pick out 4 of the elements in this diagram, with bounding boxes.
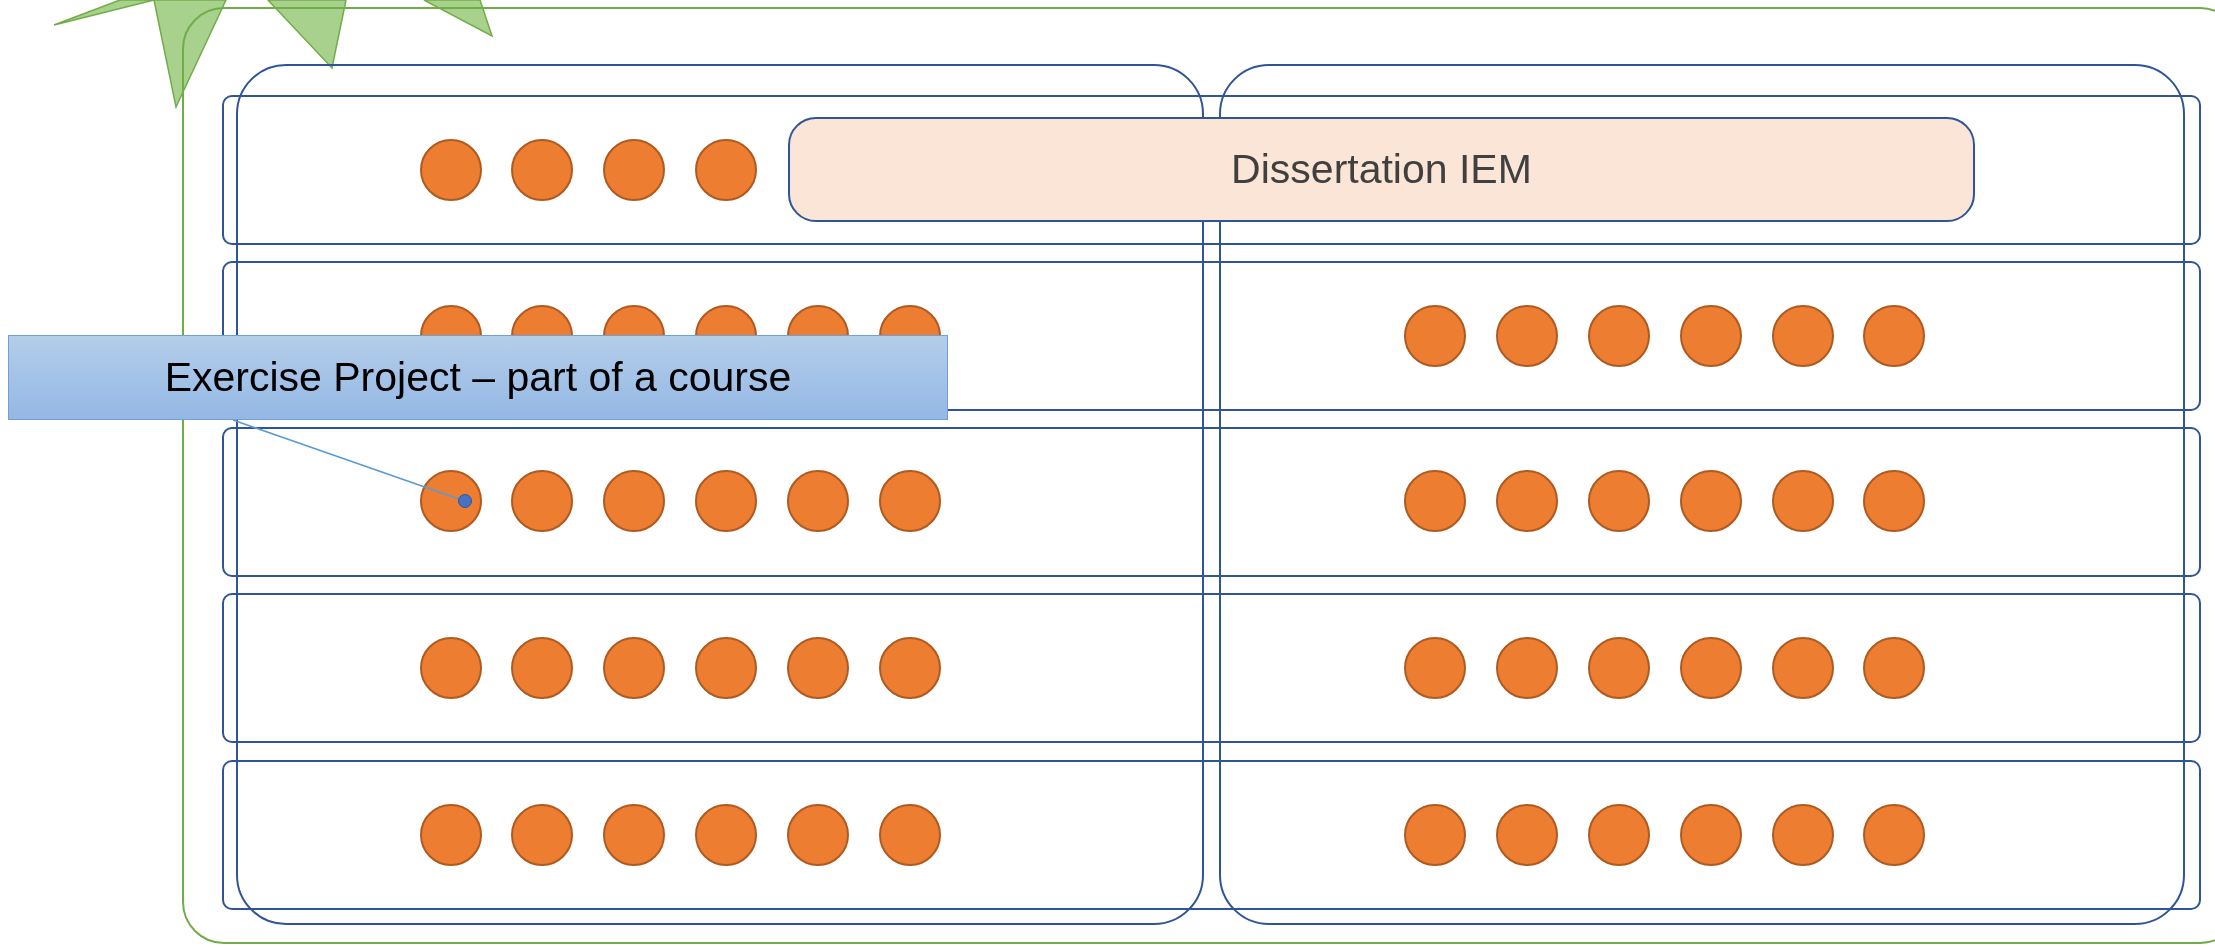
box-label: Dissertation IEM [1231, 146, 1532, 193]
box-label: Exercise Project – part of a course [164, 354, 792, 401]
callout-box [8, 335, 948, 420]
title-box [788, 117, 1975, 222]
